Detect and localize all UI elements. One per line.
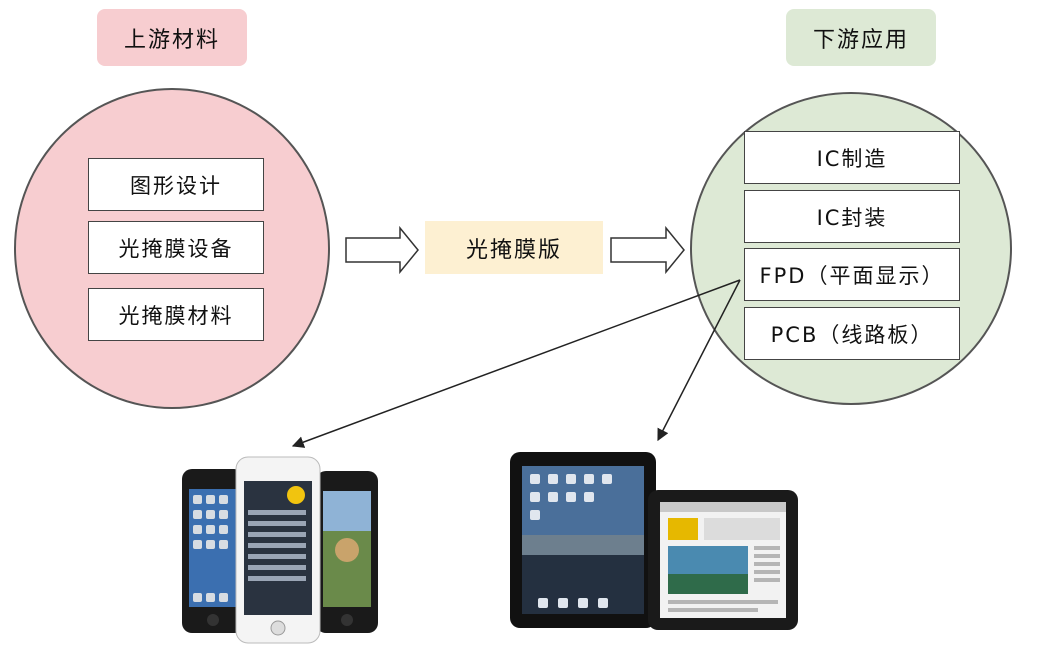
downstream-item-fpd: FPD（平面显示） <box>744 248 960 301</box>
center-label: 光掩膜版 <box>425 221 603 274</box>
arrow-to-tablets <box>657 279 741 442</box>
block-arrow-left <box>345 225 419 275</box>
downstream-title: 下游应用 <box>786 9 936 66</box>
upstream-item-design: 图形设计 <box>88 158 264 211</box>
downstream-item-ic-manufacturing: IC制造 <box>744 131 960 184</box>
smartphones-image <box>182 456 378 644</box>
tablets-image <box>510 452 798 630</box>
upstream-item-material: 光掩膜材料 <box>88 288 264 341</box>
block-arrow-right <box>610 225 685 275</box>
arrow-to-phones <box>291 279 741 448</box>
upstream-title: 上游材料 <box>97 9 247 66</box>
downstream-item-ic-packaging: IC封装 <box>744 190 960 243</box>
upstream-item-equipment: 光掩膜设备 <box>88 221 264 274</box>
downstream-item-pcb: PCB（线路板） <box>744 307 960 360</box>
